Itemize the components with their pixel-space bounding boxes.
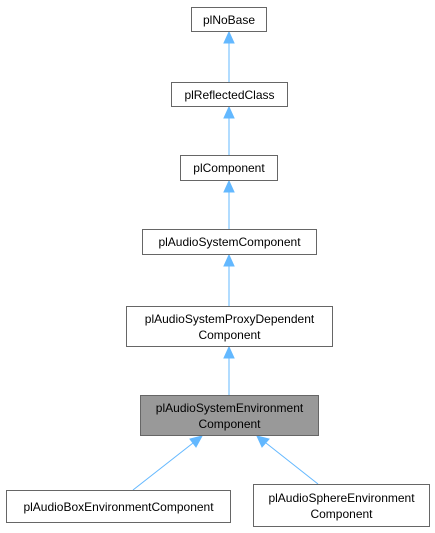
node-plComponent[interactable]: plComponent bbox=[180, 155, 278, 181]
edge-plAudioSphereEnvironmentComponent-to-plAudioSystemEnvironmentComponent bbox=[265, 442, 319, 485]
node-label-line-2: Component bbox=[198, 327, 261, 342]
node-label: plAudioBoxEnvironmentComponent bbox=[23, 499, 214, 514]
node-plAudioSystemEnvironmentComponent-current: plAudioSystemEnvironment Component bbox=[140, 395, 319, 436]
arrowhead-env-right bbox=[256, 435, 270, 448]
arrowhead-plReflectedClass bbox=[223, 105, 235, 119]
node-plAudioSphereEnvironmentComponent[interactable]: plAudioSphereEnvironment Component bbox=[253, 484, 430, 527]
edge-plAudioBoxEnvironmentComponent-to-plAudioSystemEnvironmentComponent bbox=[132, 442, 194, 491]
node-label-line-2: Component bbox=[310, 506, 373, 521]
node-label: plReflectedClass bbox=[184, 87, 275, 102]
arrowhead-plComponent bbox=[223, 179, 235, 193]
node-plAudioSystemProxyDependentComponent[interactable]: plAudioSystemProxyDependent Component bbox=[126, 306, 333, 347]
arrowhead-plAudioSystemProxyDependentComponent bbox=[223, 345, 235, 359]
node-plReflectedClass[interactable]: plReflectedClass bbox=[171, 82, 288, 107]
node-label-line-1: plAudioSystemProxyDependent bbox=[144, 311, 315, 326]
node-label: plNoBase bbox=[202, 12, 256, 27]
node-plNoBase[interactable]: plNoBase bbox=[191, 7, 267, 32]
node-label-line-1: plAudioSphereEnvironment bbox=[268, 490, 415, 505]
node-label: plComponent bbox=[193, 161, 265, 175]
arrowhead-plNoBase bbox=[223, 30, 235, 44]
node-plAudioBoxEnvironmentComponent[interactable]: plAudioBoxEnvironmentComponent bbox=[6, 490, 231, 523]
node-plAudioSystemComponent[interactable]: plAudioSystemComponent bbox=[142, 229, 317, 255]
node-label-line-2: Component bbox=[198, 416, 261, 431]
arrowhead-env-left bbox=[189, 435, 203, 448]
node-label-line-1: plAudioSystemEnvironment bbox=[155, 400, 304, 415]
node-label: plAudioSystemComponent bbox=[158, 235, 301, 249]
arrowhead-plAudioSystemComponent bbox=[223, 253, 235, 267]
